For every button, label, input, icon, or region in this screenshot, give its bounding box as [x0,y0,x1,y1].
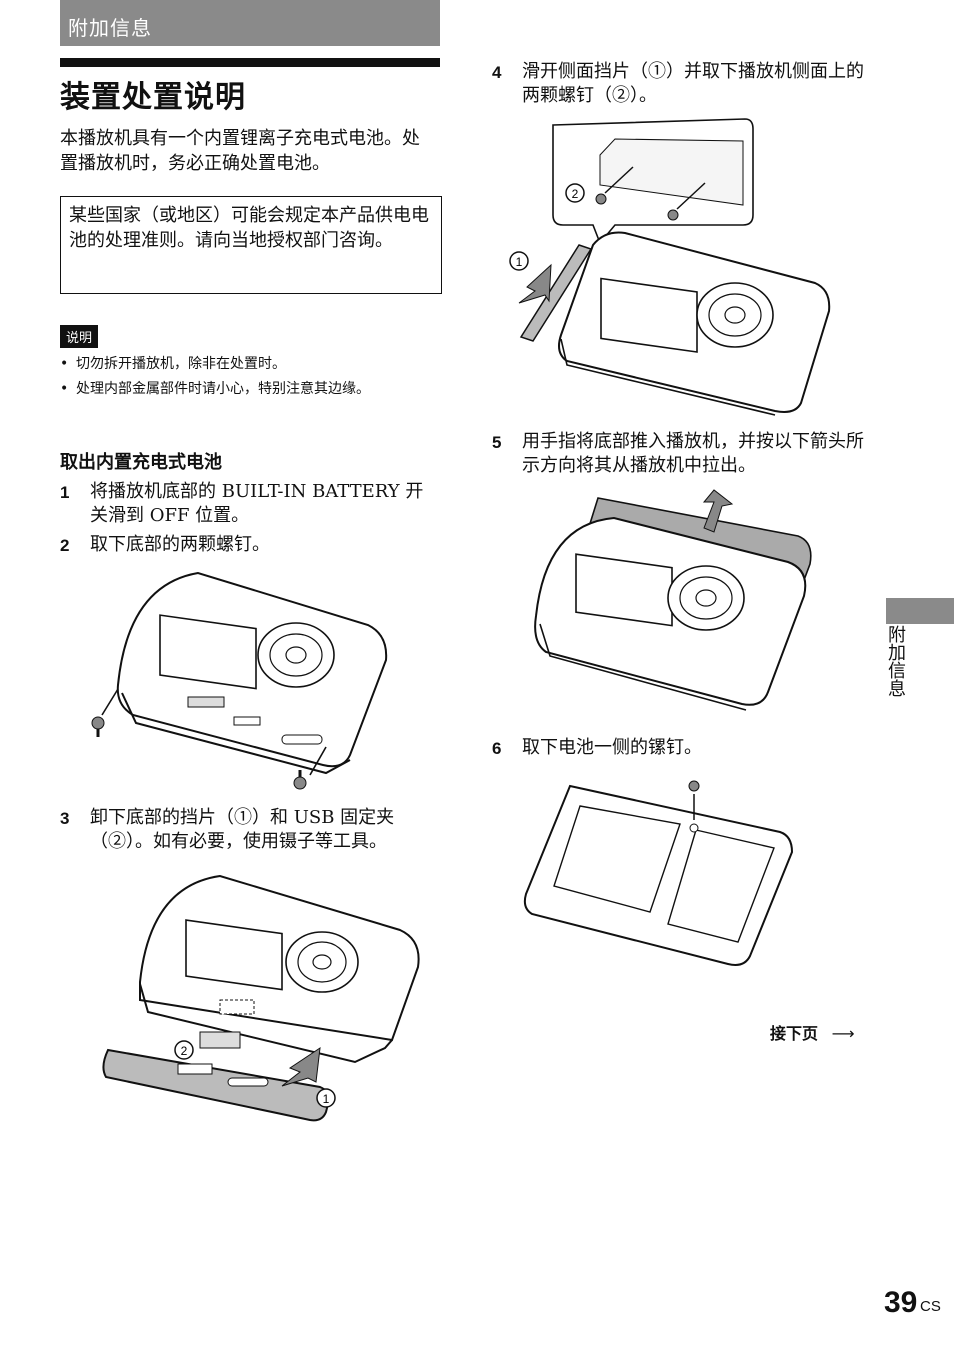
callout-label: 2 [572,187,579,201]
continue-label: 接下页 ⟶ [770,1020,855,1044]
note-list: • 切勿拆开播放机，除非在处置时。 • 处理内部金属部件时请小心，特别注意其边缘… [60,355,430,405]
page-number: 39 [884,1286,918,1319]
arrow-right-icon: ⟶ [831,1024,855,1043]
step-text: 卸下底部的挡片（①）和 USB 固定夹（②）。如有必要，使用镊子等工具。 [90,807,395,852]
note-item-text: 处理内部金属部件时请小心，特别注意其边缘。 [76,381,370,397]
continue-text: 接下页 [770,1024,819,1043]
bullet-icon: • [60,356,69,372]
callout-label: 2 [181,1044,188,1058]
step-number: 4 [492,63,502,82]
section-header-bar: 附加信息 [60,0,440,46]
step-3: 3 卸下底部的挡片（①）和 USB 固定夹（②）。如有必要，使用镊子等工具。 [60,806,440,856]
step-1: 1 将播放机底部的 BUILT-IN BATTERY 开关滑到 OFF 位置。 [60,480,440,530]
note-item-text: 切勿拆开播放机，除非在处置时。 [76,356,286,372]
warning-box: 某些国家（或地区）可能会规定本产品供电电池的处理准则。请向当地授权部门咨询。 [60,196,442,294]
callout-label: 1 [323,1092,330,1106]
step-text: 滑开侧面挡片（①）并取下播放机侧面上的两颗螺钉（②）。 [522,61,864,106]
screw-icon [595,193,607,205]
step-number: 5 [492,433,502,452]
step-number: 6 [492,739,502,758]
warning-text: 某些国家（或地区）可能会规定本产品供电电池的处理准则。请向当地授权部门咨询。 [69,205,429,251]
remove-cover-illustration: 2 1 [102,874,420,1122]
screw-icon [688,780,700,792]
step-text: 用手指将底部推入播放机，并按以下箭头所示方向将其从播放机中拉出。 [522,431,864,476]
step-text: 取下电池一侧的镙钉。 [522,737,702,758]
step-number: 1 [60,483,70,502]
step-text: 取下底部的两颗螺钉。 [90,534,270,555]
section-header-text: 附加信息 [68,16,152,40]
subheading: 取出内置充电式电池 [60,452,222,473]
callout-1-icon: 1 [316,1088,336,1108]
pull-out-battery-illustration [534,489,812,711]
intro-paragraph: 本播放机具有一个内置锂离子充电式电池。处置播放机时，务必正确处置电池。 [60,128,420,174]
side-cover-screws-illustration: 2 1 [509,118,831,416]
callout-label: 1 [516,255,523,269]
side-tab-bar [886,598,954,624]
bullet-icon: • [60,381,69,397]
player-bottom-screws-illustration [91,571,388,790]
step-5: 5 用手指将底部推入播放机，并按以下箭头所示方向将其从播放机中拉出。 [492,430,882,480]
step-4: 4 滑开侧面挡片（①）并取下播放机侧面上的两颗螺钉（②）。 [492,60,882,110]
battery-screw-illustration [523,780,794,966]
page-suffix: CS [920,1298,941,1315]
step-number: 3 [60,809,70,828]
step-number: 2 [60,536,70,555]
callout-2-icon: 2 [565,183,585,203]
step-2: 2 取下底部的两颗螺钉。 [60,533,440,559]
note-tag: 说明 [60,325,99,348]
screw-icon [91,716,105,737]
step-text: 将播放机底部的 BUILT-IN BATTERY 开关滑到 OFF 位置。 [90,481,424,526]
note-item: • 切勿拆开播放机，除非在处置时。 [60,355,430,374]
step-6: 6 取下电池一侧的镙钉。 [492,736,882,762]
page-title: 装置处置说明 [60,80,246,115]
note-item: • 处理内部金属部件时请小心，特别注意其边缘。 [60,380,430,399]
title-rule [60,58,440,67]
screw-icon [293,770,307,790]
callout-1-icon: 1 [509,251,529,271]
screw-icon [667,209,679,221]
callout-2-icon: 2 [174,1040,194,1060]
side-tab-text: 附加信息 [885,625,906,697]
